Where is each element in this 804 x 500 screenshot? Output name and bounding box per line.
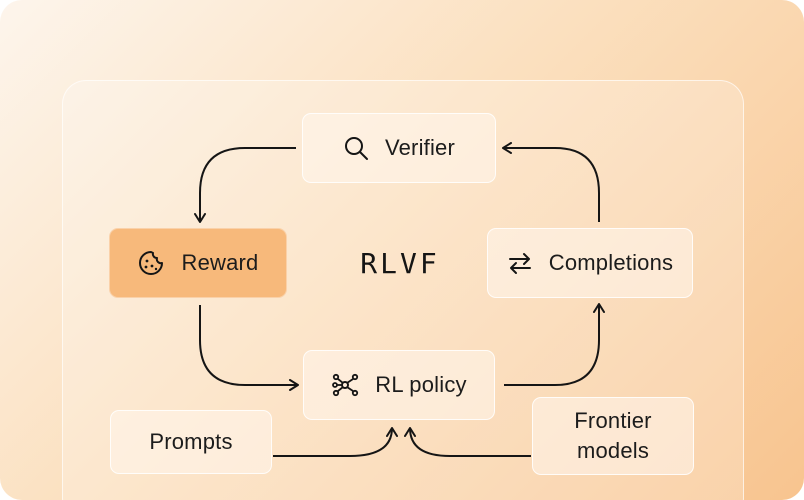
rl-policy-node: RL policy: [303, 350, 495, 420]
arrow-verifier-to-reward: [194, 147, 296, 223]
completions-label: Completions: [548, 250, 674, 275]
swap-arrows-icon: [507, 250, 533, 276]
arrow-rl-policy-to-completions: [504, 303, 605, 386]
verifier-node: Verifier: [302, 113, 496, 183]
center-label: RLVF: [360, 246, 440, 280]
prompts-node: Prompts: [110, 410, 272, 474]
arrow-frontier-to-rl-policy: [404, 427, 531, 457]
verifier-label: Verifier: [384, 135, 456, 160]
completions-node: Completions: [487, 228, 693, 298]
prompts-label: Prompts: [149, 429, 233, 454]
network-nodes-icon: [331, 371, 359, 399]
frontier-models-label-line2: models: [576, 438, 650, 463]
reward-node: Reward: [109, 228, 287, 298]
reward-label: Reward: [181, 250, 259, 275]
arrow-completions-to-verifier: [502, 142, 600, 222]
arrow-reward-to-rl-policy: [199, 305, 299, 391]
frontier-models-node: Frontier models: [532, 397, 694, 475]
search-icon: [343, 135, 369, 161]
cookie-icon: [137, 249, 165, 277]
rl-policy-label: RL policy: [375, 372, 467, 397]
frontier-models-label-line1: Frontier: [574, 408, 652, 433]
arrow-prompts-to-rl-policy: [273, 427, 398, 457]
